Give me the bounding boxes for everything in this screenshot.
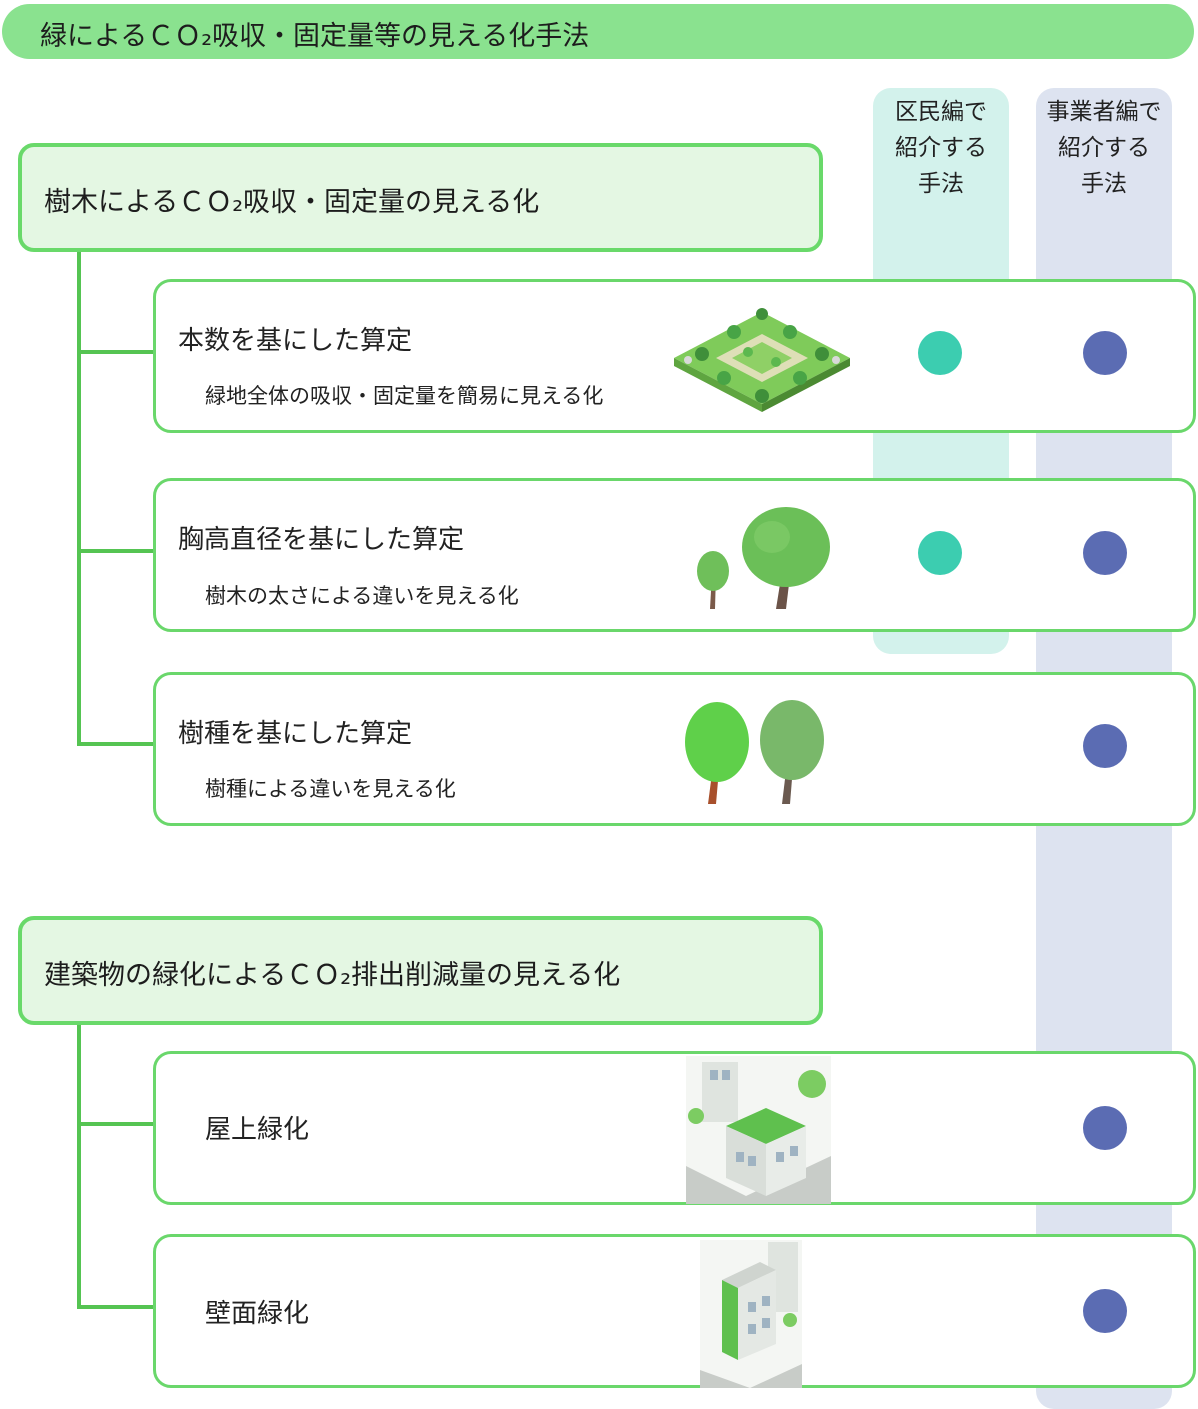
section-header-buildings [18,916,823,1025]
method-item-rooftop [153,1051,1196,1205]
section-title-buildings: 建築物の緑化によるＣＯ₂排出削減量の見える化 [44,960,621,991]
tree-connector-branch [77,742,155,746]
jigyosha-indicator-dot [1083,1106,1127,1150]
method-title: 屋上緑化 [205,1115,310,1145]
method-title: 壁面緑化 [205,1299,310,1329]
wall-greening-building-icon [700,1240,802,1388]
method-item-wall [153,1234,1196,1388]
kumin-indicator-dot [918,531,962,575]
kumin-indicator-dot [918,331,962,375]
tree-connector-branch [77,1122,155,1126]
section-title-trees: 樹木によるＣＯ₂吸収・固定量の見える化 [44,187,540,218]
jigyosha-indicator-dot [1083,1289,1127,1333]
tree-connector-vertical [77,1022,81,1309]
tree-connector-vertical [77,250,81,746]
method-item-dbh [153,478,1196,632]
rooftop-building-icon [686,1056,831,1204]
method-subtitle: 樹種による違いを見える化 [205,777,456,801]
method-item-count [153,279,1196,433]
column-header-jigyosha: 事業者編で 紹介する 手法 [1046,99,1162,197]
method-title: 本数を基にした算定 [178,326,413,356]
park-icon [672,300,852,420]
jigyosha-indicator-dot [1083,531,1127,575]
tree-connector-branch [77,350,155,354]
column-header-kumin: 区民編で 紹介する 手法 [895,99,987,197]
title-bar [2,4,1194,59]
trees-species-icon [682,698,832,808]
tree-connector-branch [77,549,155,553]
trees-size-icon [692,503,837,613]
method-subtitle: 緑地全体の吸収・固定量を簡易に見える化 [205,384,604,408]
jigyosha-indicator-dot [1083,724,1127,768]
jigyosha-indicator-dot [1083,331,1127,375]
page-title: 緑によるＣＯ₂吸収・固定量等の見える化手法 [40,21,590,52]
method-title: 胸高直径を基にした算定 [178,525,465,555]
section-header-trees [18,143,823,252]
method-title: 樹種を基にした算定 [178,719,413,749]
tree-connector-branch [77,1305,155,1309]
method-item-species [153,672,1196,826]
method-subtitle: 樹木の太さによる違いを見える化 [205,584,519,608]
